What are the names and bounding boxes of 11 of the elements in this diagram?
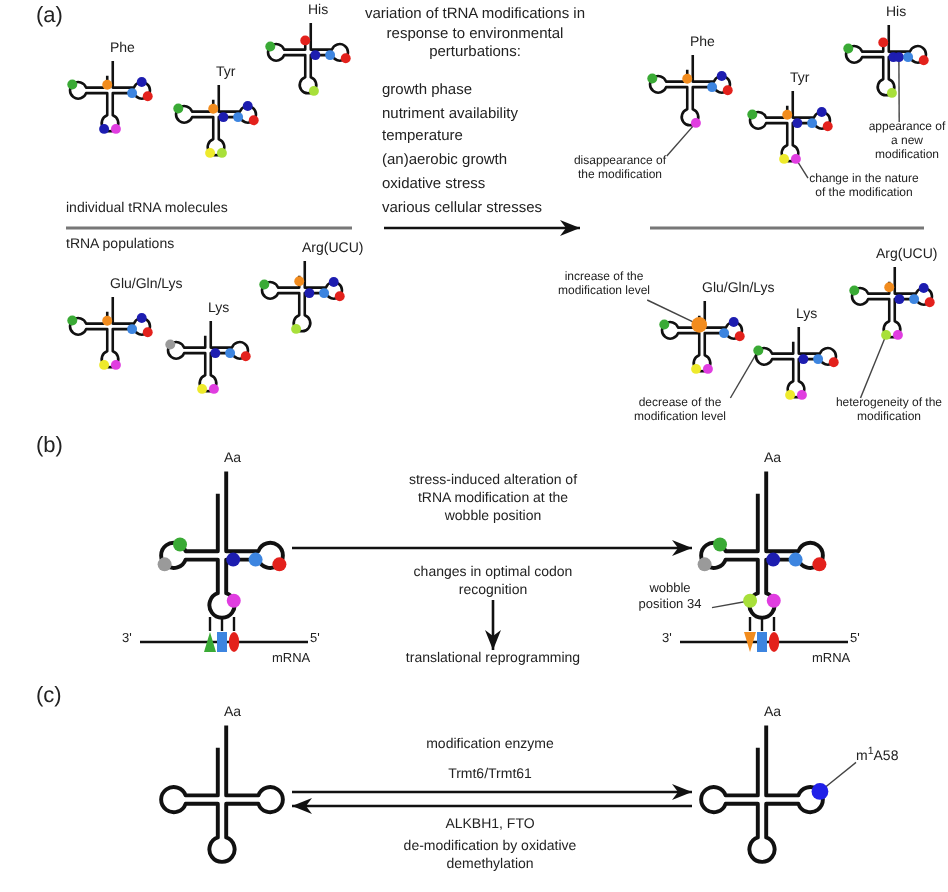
leader-line — [898, 56, 900, 123]
arrow — [292, 540, 692, 556]
arrow — [292, 798, 692, 814]
arrow — [292, 784, 692, 800]
panel-label: (c) — [36, 684, 62, 710]
panel-label: (b) — [36, 434, 63, 460]
leader-line — [666, 122, 697, 157]
leader-line — [859, 334, 887, 399]
arrow — [485, 600, 501, 650]
leader-line — [795, 158, 809, 179]
panel-label: (a) — [36, 4, 63, 30]
